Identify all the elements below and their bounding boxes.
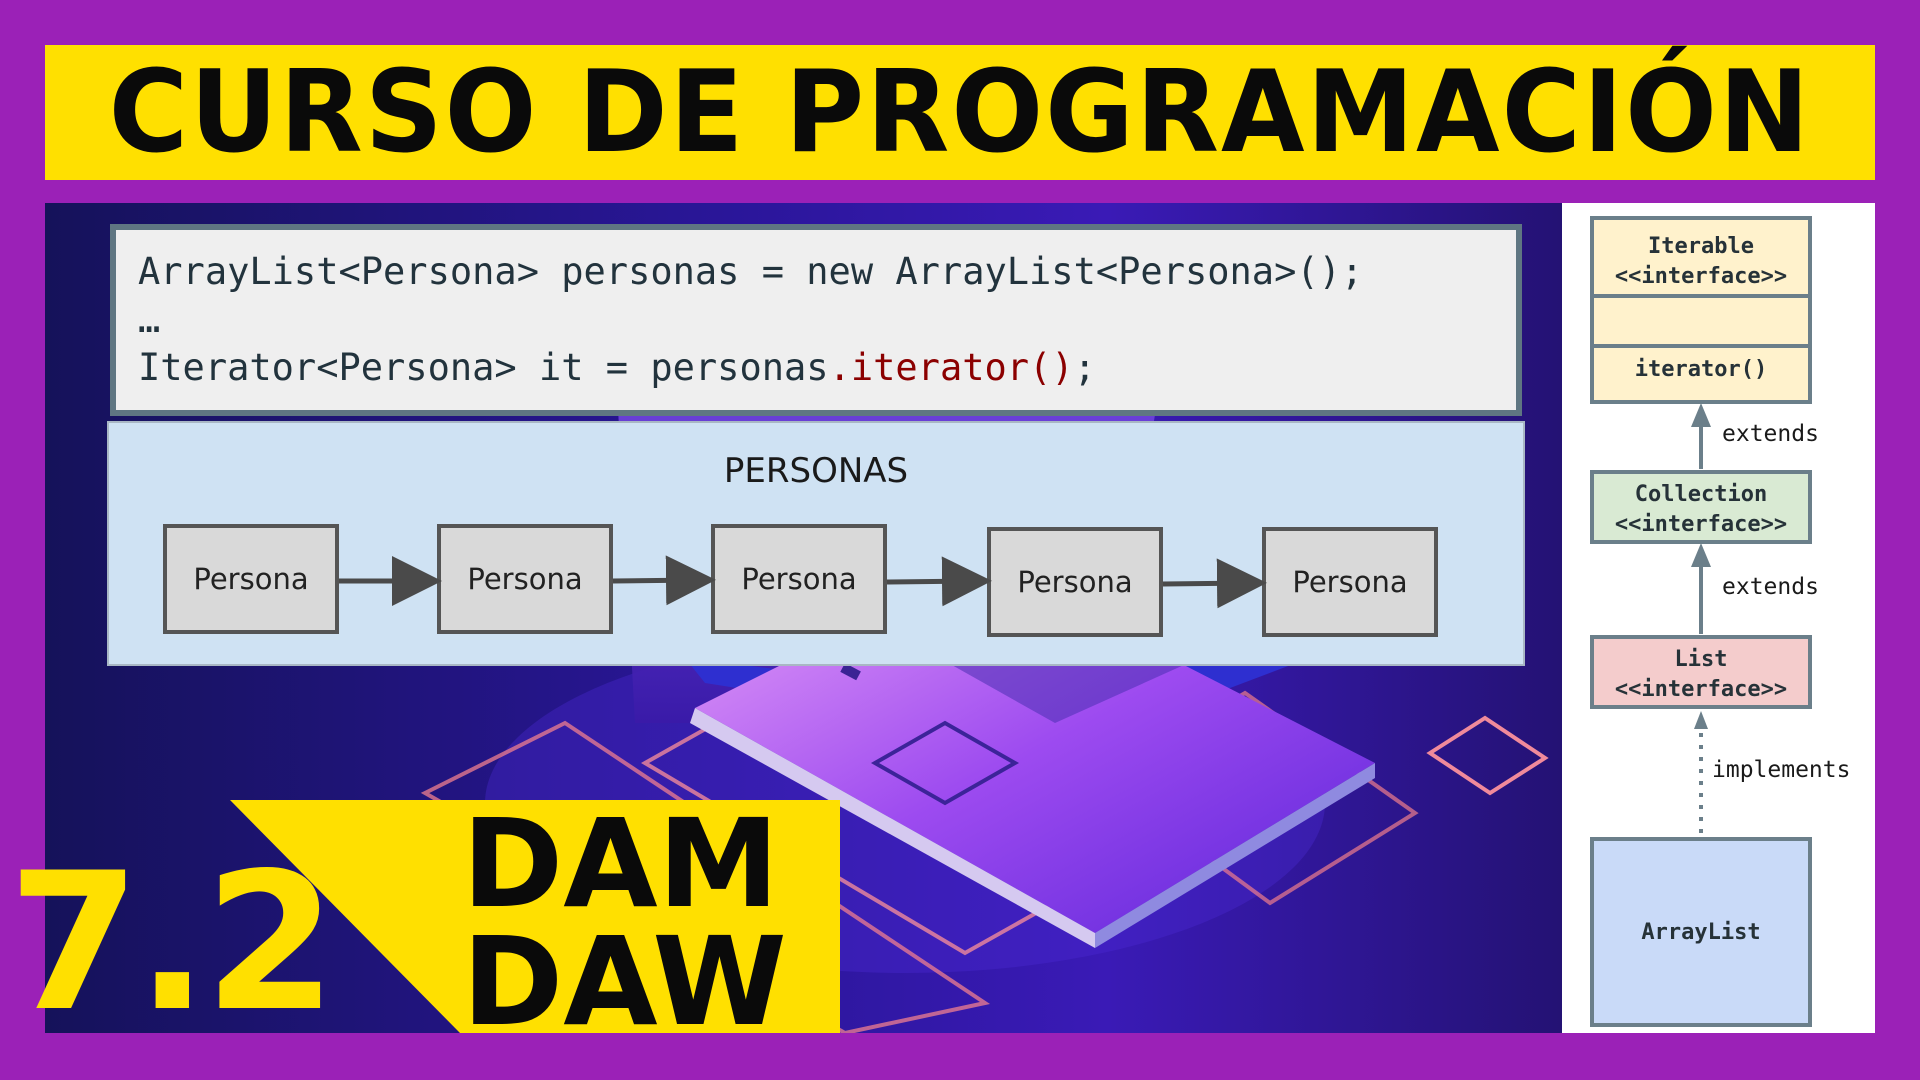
uml-collection-stereotype: <<interface>> bbox=[1614, 512, 1788, 537]
uml-list-name: List bbox=[1674, 647, 1728, 672]
uml-collection-name: Collection bbox=[1634, 482, 1768, 507]
uml-arraylist-name: ArrayList bbox=[1641, 919, 1761, 945]
personas-diagram: PERSONAS Persona Persona Persona Persona… bbox=[107, 421, 1525, 666]
uml-iterable-name: Iterable bbox=[1648, 234, 1754, 259]
uml-hierarchy-panel: Iterable <<interface>> iterator() Collec… bbox=[1562, 203, 1875, 1033]
uml-relation-extends-1: extends bbox=[1722, 421, 1819, 447]
degree-labels: DAM DAW bbox=[462, 793, 822, 1053]
persona-node-4: Persona bbox=[987, 527, 1163, 637]
code-line-3-prefix: Iterator<Persona> it = personas bbox=[138, 346, 829, 389]
badge-shape bbox=[230, 800, 840, 1033]
code-line-3-suffix: ; bbox=[1073, 346, 1096, 389]
uml-list-stereotype: <<interface>> bbox=[1614, 677, 1788, 702]
code-line-2: … bbox=[138, 298, 161, 341]
code-iterator-method: .iterator() bbox=[828, 346, 1074, 389]
uml-iterable-class: Iterable <<interface>> iterator() bbox=[1590, 216, 1812, 404]
persona-node-5: Persona bbox=[1262, 527, 1438, 637]
uml-collection-class: Collection <<interface>> bbox=[1590, 470, 1812, 544]
persona-arrows bbox=[339, 555, 1267, 609]
code-snippet: ArrayList<Persona> personas = new ArrayL… bbox=[110, 224, 1522, 416]
degree-daw: DAW bbox=[462, 911, 787, 1053]
code-line-1: ArrayList<Persona> personas = new ArrayL… bbox=[138, 250, 1364, 293]
uml-relation-implements: implements bbox=[1712, 757, 1851, 783]
uml-iterable-attributes bbox=[1594, 298, 1808, 348]
persona-node-3: Persona bbox=[711, 524, 887, 634]
uml-connectors bbox=[1691, 403, 1711, 833]
degree-dam: DAM bbox=[462, 793, 780, 935]
persona-node-1: Persona bbox=[163, 524, 339, 634]
uml-iterable-stereotype: <<interface>> bbox=[1614, 264, 1788, 289]
uml-iterable-method: iterator() bbox=[1634, 357, 1768, 382]
persona-node-2: Persona bbox=[437, 524, 613, 634]
uml-arraylist-class: ArrayList bbox=[1590, 837, 1812, 1027]
chapter-number: 7.2 bbox=[8, 832, 337, 1053]
course-title: CURSO DE PROGRAMACIÓN bbox=[108, 46, 1812, 179]
uml-list-class: List <<interface>> bbox=[1590, 635, 1812, 709]
uml-relation-extends-2: extends bbox=[1722, 574, 1819, 600]
personas-title: PERSONAS bbox=[723, 451, 909, 491]
title-banner: CURSO DE PROGRAMACIÓN bbox=[45, 45, 1875, 180]
code-line-3: Iterator<Persona> it = personas.iterator… bbox=[138, 344, 1494, 392]
